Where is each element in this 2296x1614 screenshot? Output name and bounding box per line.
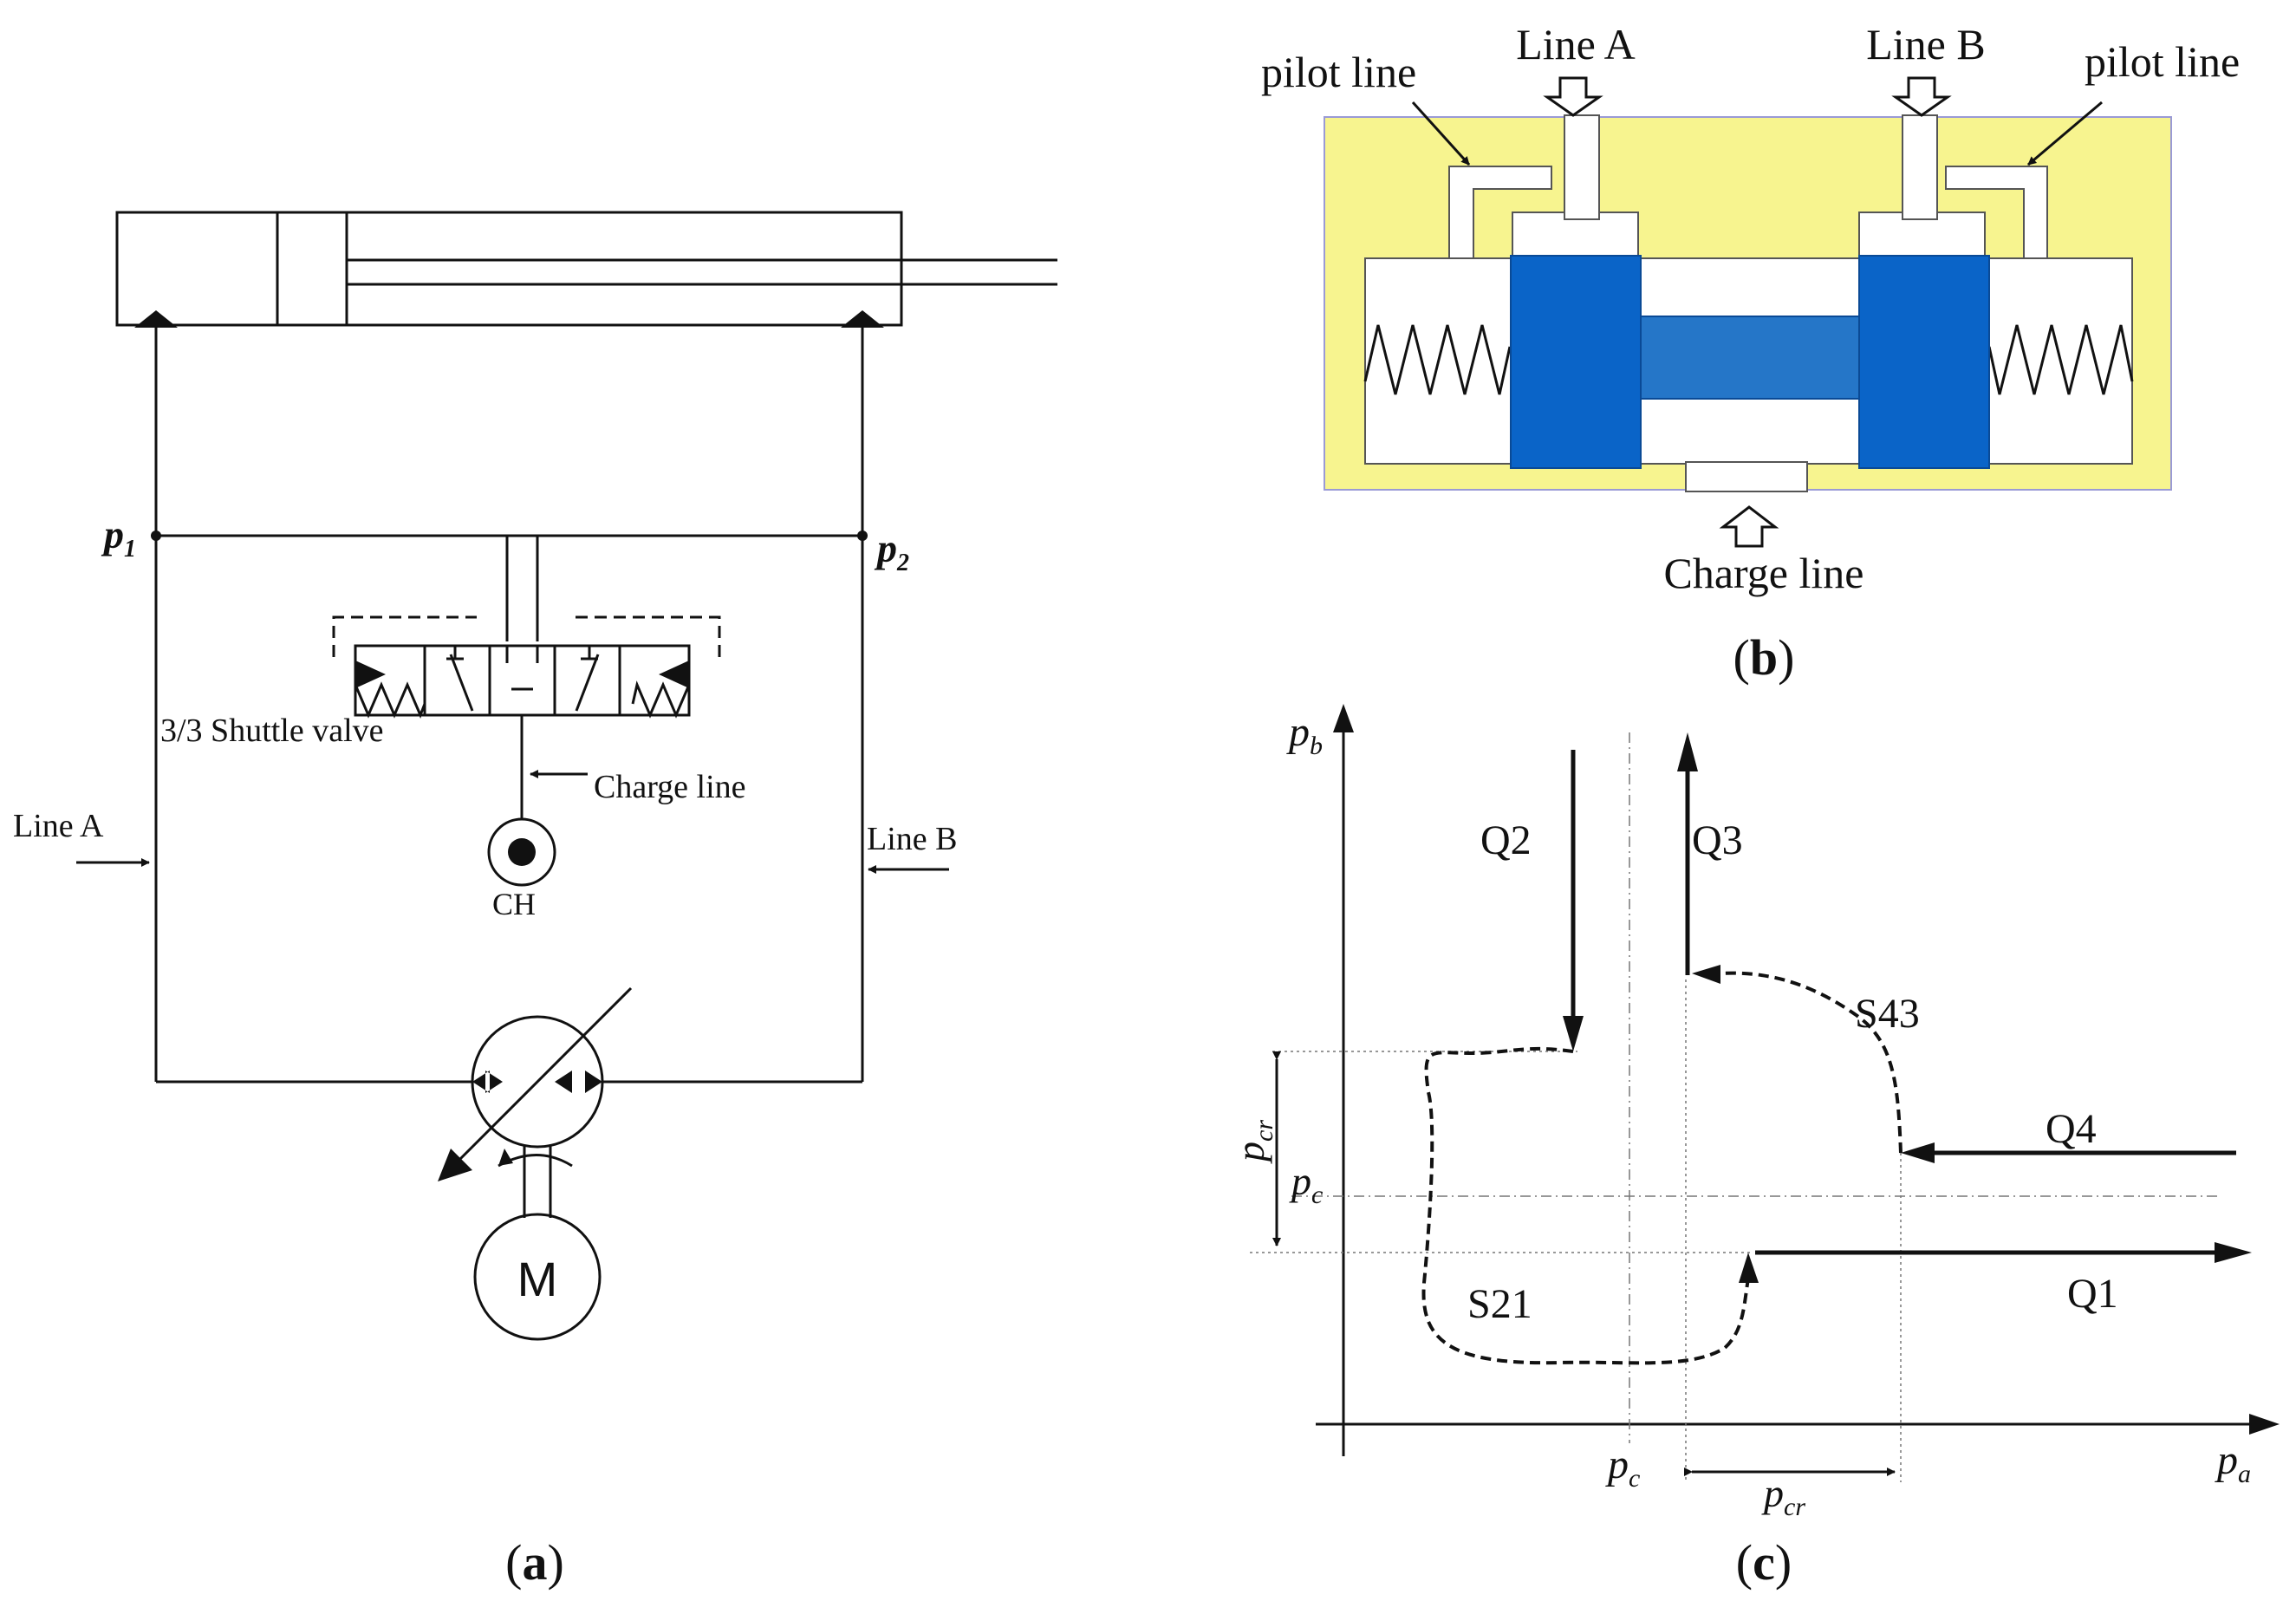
label-charge-line-b: Charge line [1664, 549, 1864, 597]
s43-arrowhead-icon [1692, 965, 1720, 984]
label-ch: CH [492, 887, 536, 921]
trajectory-s21 [1421, 1046, 1750, 1365]
caption-b: (b) [1733, 629, 1795, 686]
spool-shaft [1639, 316, 1860, 400]
label-pc-x: pc [1605, 1442, 1640, 1493]
axis-y-label: pb [1286, 709, 1323, 760]
panel-c-switching-diagram: pb pa pc pcr pc pcr Q1 Q2 Q3 Q4 S21 S43 … [1228, 704, 2280, 1591]
pump-flow-arrow-right-icon [555, 1071, 602, 1093]
line-b-inlet-arrow-icon [1891, 76, 1952, 117]
q1-arrowhead-icon [2215, 1242, 2252, 1263]
label-charge-line-a: Charge line [594, 769, 746, 805]
motor-label: M [517, 1252, 558, 1306]
panel-b-valve-section: Line A Line B pilot line pilot line Char… [1261, 20, 2240, 686]
junction-p2-dot [857, 530, 868, 541]
charge-pump-icon [508, 838, 536, 866]
pump-variable-arrowhead-icon [438, 1149, 472, 1181]
spool-land-right [1858, 255, 1990, 469]
label-s21: S21 [1467, 1281, 1532, 1327]
label-pc-y: pc [1289, 1159, 1323, 1209]
label-p1: p1 [101, 512, 136, 563]
label-s43: S43 [1855, 991, 1920, 1037]
spring-right-icon [1987, 324, 2134, 395]
label-pilot-line-left: pilot line [1261, 48, 1416, 96]
hydraulic-cylinder [115, 211, 1057, 327]
label-line-a-a: Line A [13, 808, 104, 844]
label-line-b-a: Line B [867, 821, 957, 857]
q2-arrowhead-icon [1563, 1016, 1584, 1051]
circuit-lines [154, 328, 864, 1084]
charge-pump-outline [487, 817, 556, 887]
s21-arrowhead-icon [1739, 1253, 1759, 1283]
label-q3: Q3 [1692, 817, 1743, 863]
label-q1: Q1 [2067, 1271, 2118, 1317]
shuttle-pilot-right-icon [659, 661, 689, 688]
junction-p1-dot [151, 530, 161, 541]
label-q4: Q4 [2046, 1106, 2097, 1152]
q3-arrowhead-icon [1677, 732, 1698, 771]
shuttle-pilot-left-icon [355, 661, 386, 688]
y-axis-arrowhead-icon [1333, 704, 1354, 732]
panel-a-circuit: M p1 p2 3/3 Shuttle valve Charge line CH… [13, 211, 1057, 1591]
label-pcr-y: pcr [1228, 1120, 1278, 1164]
label-p2: p2 [874, 526, 909, 576]
cylinder-port-a-icon [134, 310, 178, 328]
axis-x-label: pa [2215, 1437, 2251, 1488]
electric-motor-outline [473, 1213, 602, 1341]
label-pcr-x: pcr [1761, 1471, 1805, 1521]
line-a-inlet-arrow-icon [1543, 76, 1603, 117]
pump-flow-arrow-icon [472, 1071, 503, 1093]
q4-arrowhead-icon [1901, 1142, 1935, 1163]
variable-pump-symbol [443, 986, 633, 1218]
label-line-a-b: Line A [1516, 20, 1635, 68]
pilot-left-pointer-arrow [1411, 101, 1471, 166]
label-q2: Q2 [1480, 817, 1532, 863]
spool-land-left [1510, 255, 1642, 469]
label-pilot-line-right: pilot line [2085, 37, 2240, 86]
rotation-arrow-icon [498, 1149, 513, 1166]
charge-line-inlet-arrow-icon [1719, 505, 1779, 548]
trajectory-s43 [1720, 971, 1902, 1154]
guide-lines [1250, 732, 2219, 1482]
x-axis-arrowhead-icon [2249, 1414, 2280, 1435]
label-line-b-b: Line B [1866, 20, 1985, 68]
label-shuttle-valve: 3/3 Shuttle valve [160, 713, 384, 749]
spring-left-icon [1363, 324, 1512, 395]
caption-a: (a) [505, 1534, 564, 1591]
cylinder-port-b-icon [841, 310, 884, 328]
shuttle-valve-symbol [332, 615, 721, 719]
caption-c: (c) [1736, 1534, 1792, 1591]
pilot-right-pointer-arrow [2027, 101, 2103, 166]
